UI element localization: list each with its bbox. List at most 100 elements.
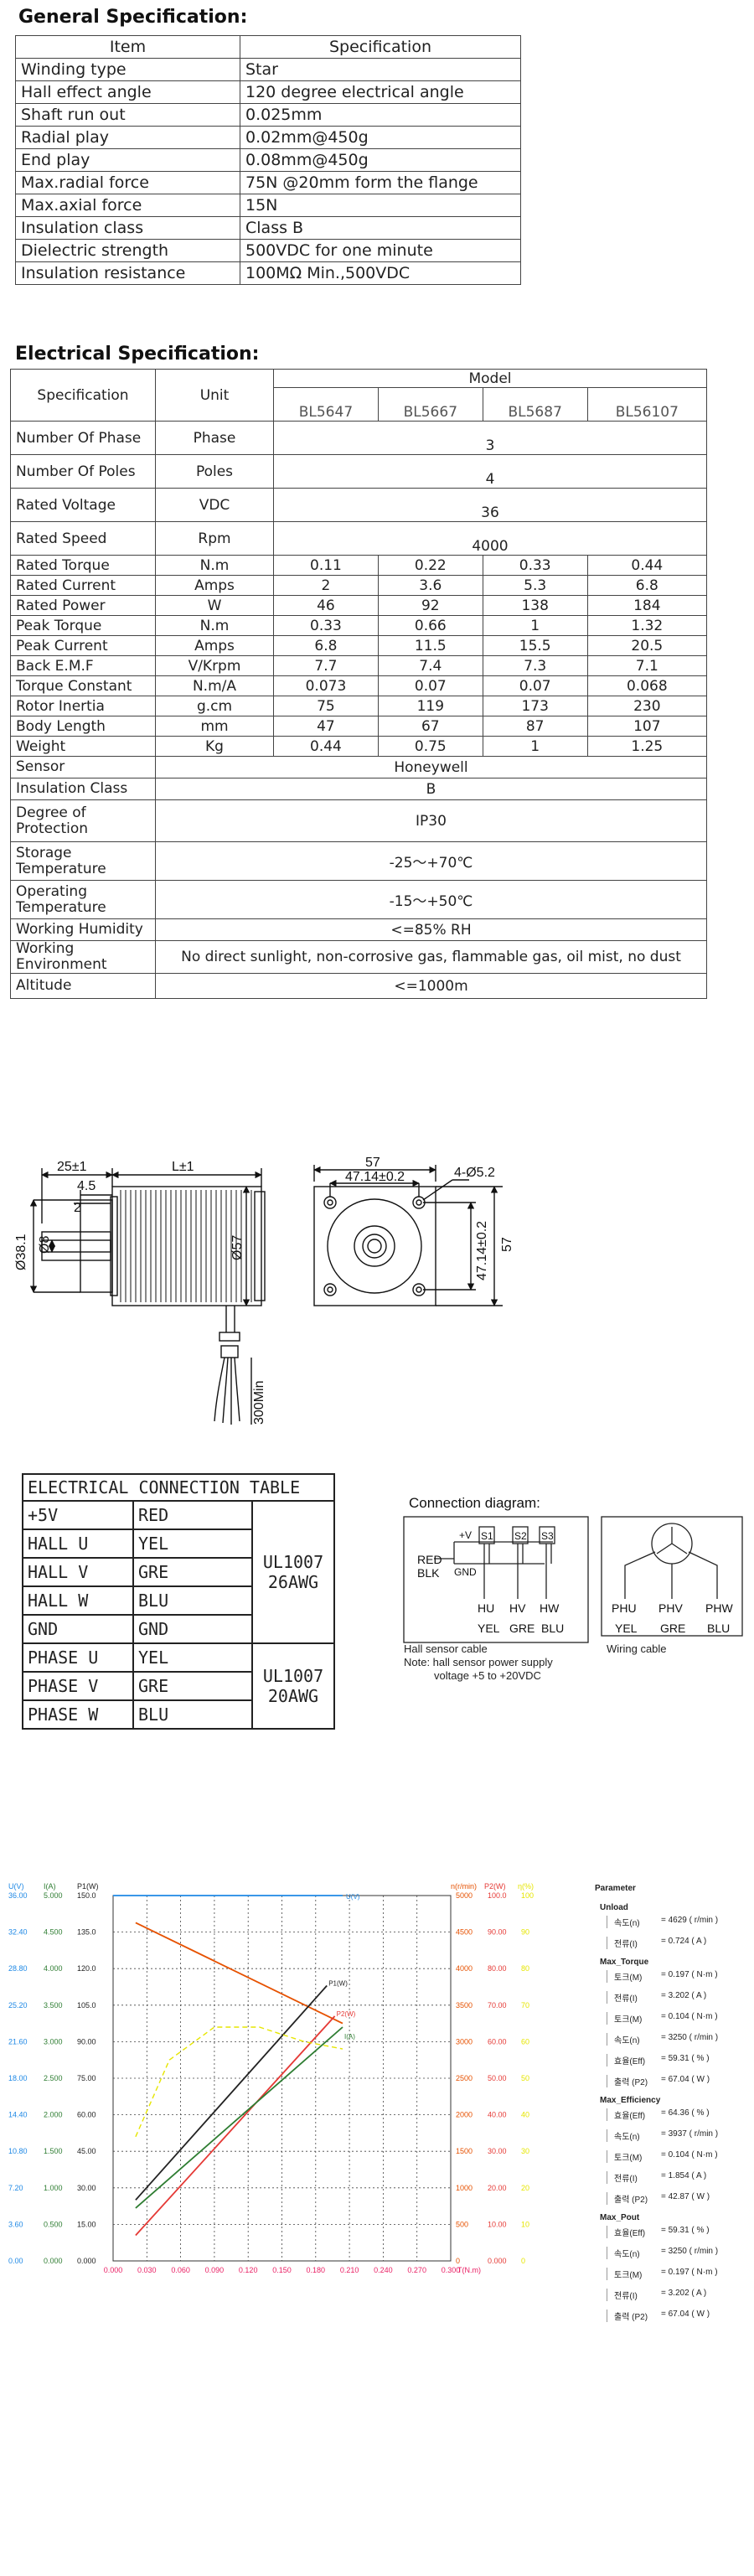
- tick-label: 1.500: [44, 2147, 63, 2155]
- parameter-item: 토크(M)= 0.197 ( N·m ): [607, 2268, 751, 2280]
- label-hw: HW: [540, 1601, 560, 1615]
- row-value: 67: [377, 716, 483, 737]
- tick-label: 3.000: [44, 2037, 63, 2046]
- tick-label: 5000: [456, 1891, 473, 1900]
- tick-label: 0.030: [137, 2266, 157, 2274]
- row-label: Rotor Inertia: [10, 696, 156, 716]
- tick-label: 120.0: [77, 1964, 96, 1973]
- row-value: 7.1: [586, 655, 708, 676]
- row-value: 2: [273, 575, 379, 596]
- parameter-value: = 67.04 ( W ): [661, 2310, 710, 2319]
- parameter-item: 토크(M)= 0.197 ( N·m ): [607, 1970, 751, 1983]
- parameter-item: 토크(M)= 0.104 ( N·m ): [607, 2012, 751, 2025]
- row-label: Operating Temperature: [10, 880, 156, 919]
- tick-label: 50.00: [488, 2074, 507, 2082]
- parameter-value: = 3250 ( r/min ): [661, 2247, 719, 2256]
- spec-value: 0.08mm@450g: [240, 148, 521, 172]
- row-label: Body Length: [10, 716, 156, 737]
- axis-label: I(A): [44, 1882, 56, 1891]
- curve-label: U(V): [346, 1893, 360, 1901]
- label-hu: HU: [478, 1601, 494, 1615]
- row-value: -15～+50℃: [155, 880, 707, 919]
- signal-name: PHASE W: [22, 1699, 134, 1730]
- row-value: 0.33: [273, 615, 379, 636]
- curve-label: P2(W): [337, 2010, 356, 2018]
- parameter-value: = 3.202 ( A ): [661, 1991, 707, 2000]
- tick-label: 0.120: [239, 2266, 258, 2274]
- row-label: Altitude: [10, 973, 156, 999]
- tick-label: 0.00: [8, 2257, 23, 2265]
- row-value: 47: [273, 716, 379, 737]
- tick-label: 2500: [456, 2074, 473, 2082]
- row-label: Rated Current: [10, 575, 156, 596]
- dim-label: Ø38.1: [14, 1234, 28, 1270]
- row-value: <=85% RH: [155, 918, 707, 941]
- parameter-key: 토크(M): [614, 2154, 643, 2163]
- row-label: Number Of Poles: [10, 454, 156, 489]
- tick-label: 150.0: [77, 1891, 96, 1900]
- dim-label: 4-Ø5.2: [454, 1166, 495, 1180]
- tick-label: 7.20: [8, 2184, 23, 2192]
- tick-label: 36.00: [8, 1891, 28, 1900]
- tick-label: 1500: [456, 2147, 473, 2155]
- row-value: 0.75: [377, 736, 483, 757]
- dim-label: L±1: [172, 1160, 194, 1174]
- parameter-key: 속도(n): [614, 2133, 640, 2142]
- parameter-key: 토크(M): [614, 2271, 643, 2280]
- row-value: 0.44: [586, 555, 708, 576]
- parameter-item: 전류(I)= 1.854 ( A ): [607, 2171, 751, 2184]
- axis-label: U(V): [8, 1882, 24, 1891]
- tick-label: 10.00: [488, 2220, 507, 2228]
- row-value: 5.3: [482, 575, 588, 596]
- row-value: 1.25: [586, 736, 708, 757]
- tick-label: 80: [521, 1964, 529, 1973]
- row-unit: N.m/A: [155, 675, 274, 696]
- wire-color: GRE: [132, 1557, 253, 1587]
- parameter-value: = 64.36 ( % ): [661, 2108, 710, 2118]
- series-line-5: [135, 2026, 343, 2138]
- parameter-key: 전류(I): [614, 1940, 638, 1949]
- tick-label: 4000: [456, 1964, 473, 1973]
- axis-label: P2(W): [484, 1882, 506, 1891]
- tick-label: 40: [521, 2111, 529, 2119]
- parameter-item: 출력 (P2)= 42.87 ( W ): [607, 2192, 751, 2205]
- row-value: No direct sunlight, non-corrosive gas, f…: [155, 940, 707, 974]
- parameter-value: = 3.202 ( A ): [661, 2289, 707, 2298]
- curve-label: I(A): [344, 2033, 355, 2041]
- parameter-key: 전류(I): [614, 2292, 638, 2301]
- label-s3: S3: [541, 1530, 554, 1542]
- axis-label: n(r/min): [451, 1882, 477, 1891]
- tick-label: 0.090: [205, 2266, 225, 2274]
- parameter-key: 효율(Eff): [614, 2112, 646, 2121]
- header-specification: Specification: [240, 35, 521, 59]
- row-value: 119: [377, 696, 483, 716]
- parameter-value: = 3937 ( r/min ): [661, 2129, 719, 2139]
- tick-label: 1.000: [44, 2184, 63, 2192]
- tick-label: 0.180: [307, 2266, 326, 2274]
- spec-value: Star: [240, 58, 521, 81]
- wire-color: BLU: [132, 1699, 253, 1730]
- spec-item: Shaft run out: [15, 103, 240, 127]
- row-value: 7.3: [482, 655, 588, 676]
- row-value: 3.6: [377, 575, 483, 596]
- parameter-key: 효율(Eff): [614, 2229, 646, 2238]
- tick-label: 2.000: [44, 2111, 63, 2119]
- spec-item: Dielectric strength: [15, 239, 240, 262]
- hall-note-1: Note: hall sensor power supply: [404, 1656, 553, 1668]
- tick-label: 32.40: [8, 1928, 28, 1937]
- row-label: Rated Torque: [10, 555, 156, 576]
- row-unit: N.m: [155, 555, 274, 576]
- tick-label: 30: [521, 2147, 529, 2155]
- dim-label: 4.5: [77, 1179, 96, 1193]
- signal-name: PHASE V: [22, 1671, 134, 1701]
